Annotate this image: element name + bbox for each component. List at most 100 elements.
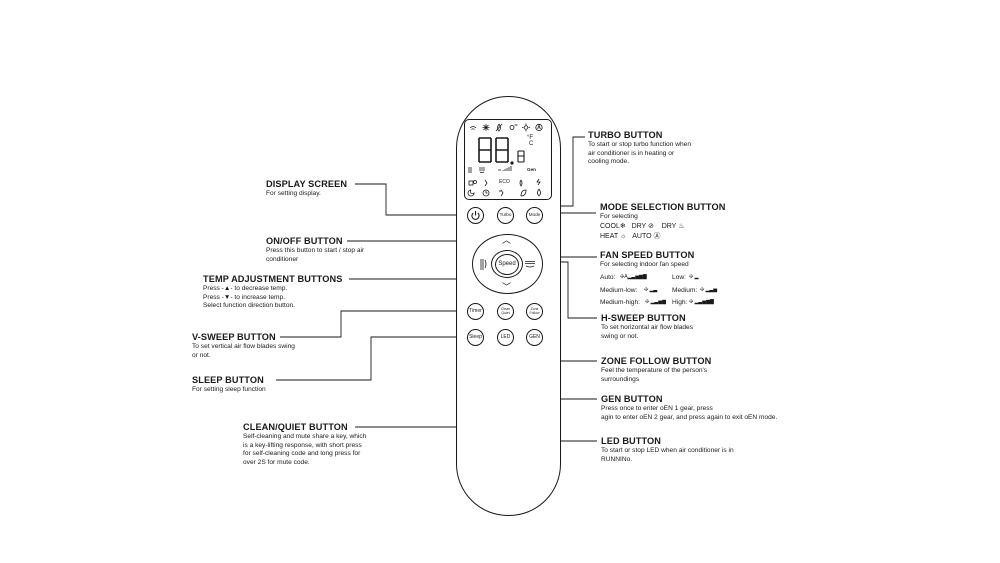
hsweep-title: H-SWEEP BUTTON xyxy=(601,313,686,323)
wifi-icon xyxy=(469,126,477,130)
zone-follow-button[interactable]: Zone Follow xyxy=(526,303,543,320)
speed-medium-high: Medium-high: xyxy=(600,298,640,306)
fan-label: FAN SPEED BUTTON For selecting indoor fa… xyxy=(600,249,740,310)
sleep-desc: For setting sleep function xyxy=(192,386,266,393)
sun-icon: ☼ xyxy=(619,232,627,240)
mode-cool: COOL xyxy=(600,222,620,230)
fan-dry-icon: ♨ xyxy=(678,222,685,230)
led-desc: To start or stop LED when air conditione… xyxy=(601,447,734,463)
fan-high-icon: ✣ ▂▃▅▆▇ xyxy=(689,298,714,305)
lcd-icons xyxy=(467,123,543,197)
display-screen xyxy=(464,119,552,200)
lcd-unit-f: °F xyxy=(527,135,534,141)
mode-button[interactable]: Mode xyxy=(526,207,543,224)
onoff-label: ON/OFF BUTTON Press this button to start… xyxy=(266,235,364,264)
fan-low-icon: ✣ ▂ xyxy=(689,273,699,280)
sleep-button[interactable]: Sleep xyxy=(467,329,484,346)
display-desc: For setting display. xyxy=(266,190,321,197)
fan-small-icon xyxy=(509,124,518,130)
timer-button[interactable]: Timer xyxy=(467,303,484,320)
led-button[interactable]: LED xyxy=(497,329,514,346)
hsweep-lcd-icon xyxy=(479,167,485,173)
display-leader xyxy=(355,183,468,216)
moon-icon xyxy=(467,189,475,197)
temp-label: TEMP ADJUSTMENT BUTTONS Press -▲- to dec… xyxy=(203,273,342,311)
speed-medium-low: Medium-low: xyxy=(600,286,638,294)
clean-desc: Self-cleaning and mute share a key, whic… xyxy=(243,433,367,466)
led-label: LED BUTTON To start or stop LED when air… xyxy=(601,435,734,464)
speed-low: Low: xyxy=(672,273,686,281)
vsweep-leader xyxy=(280,310,468,338)
lcd-small-digit xyxy=(517,150,525,163)
speed-button-label: Speed xyxy=(495,253,519,275)
snowflake-icon xyxy=(482,124,490,131)
swing-icon xyxy=(468,167,472,173)
mode-label: MODE SELECTION BUTTON For selecting COOL… xyxy=(600,201,725,242)
snowflake-icon: ❄ xyxy=(619,222,626,230)
mode-heat: HEAT xyxy=(600,232,619,240)
turbo-lcd-icon xyxy=(484,179,488,187)
vsweep-title: V-SWEEP BUTTON xyxy=(192,332,276,342)
dry-icon: ⊘ xyxy=(648,222,654,230)
sleep-label: SLEEP BUTTON For setting sleep function xyxy=(192,374,266,395)
lcd-unit-c: C xyxy=(529,141,534,147)
fan-desc: For selecting indoor fan speed xyxy=(600,261,689,268)
clock-icon xyxy=(482,189,490,197)
flame-icon xyxy=(519,179,523,187)
led-title: LED BUTTON xyxy=(601,436,662,446)
gen-button[interactable]: GEN xyxy=(526,329,543,346)
hsweep-right-icon[interactable] xyxy=(524,260,536,268)
mode-dry: DRY xyxy=(631,222,647,230)
mode-list: COOL❄ DRY ⊘ DRY ♨ HEAT ☼ AUTO Ⓐ xyxy=(600,222,725,242)
auto-icon xyxy=(535,123,543,132)
up-arrow-icon[interactable]: ︿ xyxy=(502,235,512,245)
hsweep-desc: To set horizontal air flow blades swing … xyxy=(601,324,693,340)
turbo-desc: To start or stop turbo function when air… xyxy=(588,141,691,166)
speed-medium: Medium: xyxy=(672,286,698,294)
lcd-digits-88 xyxy=(478,137,509,163)
clean-quiet-button[interactable]: Clean Quiet xyxy=(497,303,514,320)
bolt-icon xyxy=(536,178,541,186)
speed-button[interactable]: Speed xyxy=(491,250,523,278)
lcd-eco-text: ECO xyxy=(499,179,510,185)
mode-desc: For selecting xyxy=(600,213,638,220)
zone-label: ZONE FOLLOW BUTTON Feel the temperature … xyxy=(601,355,711,384)
onoff-desc: Press this button to start / stop air co… xyxy=(266,247,365,263)
zone-title: ZONE FOLLOW BUTTON xyxy=(601,356,712,366)
turbo-button[interactable]: Turbo xyxy=(497,207,514,224)
power-button[interactable] xyxy=(467,207,484,224)
fan-medium-low-icon: ✣ ▂▃ xyxy=(644,286,658,293)
power-icon xyxy=(471,211,480,220)
auto-icon: Ⓐ xyxy=(653,232,661,240)
zone-desc: Feel the temperature of the person's sur… xyxy=(601,367,708,383)
clean-icon xyxy=(499,189,504,197)
vsweep-left-icon[interactable] xyxy=(479,258,488,271)
clean-label: CLEAN/QUIET BUTTON Self-cleaning and mut… xyxy=(243,421,366,467)
drop-icon xyxy=(537,188,541,197)
fan-level-icon xyxy=(498,166,512,171)
fan-medium-icon: ✣ ▂▃▅ xyxy=(700,286,718,293)
fan-title: FAN SPEED BUTTON xyxy=(600,250,695,260)
lock-icon xyxy=(468,180,477,186)
display-label: DISPLAY SCREEN For setting display. xyxy=(266,178,347,199)
leaf-icon xyxy=(520,189,527,197)
turbo-label: TURBO BUTTON To start or stop turbo func… xyxy=(588,129,691,167)
down-arrow-icon[interactable]: ﹀ xyxy=(502,282,512,292)
display-title: DISPLAY SCREEN xyxy=(266,179,348,189)
mode-dry-fan: DRY xyxy=(661,222,677,230)
lcd-gen-text: Gen xyxy=(527,167,536,172)
fan-medium-high-icon: ✣ ▂▃▅▆ xyxy=(645,298,666,305)
gen-label: GEN BUTTON Press once to enter oEN 1 gea… xyxy=(601,393,777,422)
gen-desc: Press once to enter oEN 1 gear, press ag… xyxy=(601,405,778,421)
sun-icon xyxy=(522,123,530,132)
vsweep-desc: To set vertical air flow blades swing or… xyxy=(192,343,295,359)
clean-title: CLEAN/QUIET BUTTON xyxy=(243,422,348,432)
speed-auto: Auto: xyxy=(600,273,616,281)
fan-speed-list: Auto: ✣A▂▃▅▆▇ Low: ✣ ▂ Medium-low: ✣ ▂▃ … xyxy=(600,270,740,310)
onoff-title: ON/OFF BUTTON xyxy=(266,236,343,246)
fan-auto-icon: ✣A▂▃▅▆▇ xyxy=(620,273,647,280)
hsweep-label: H-SWEEP BUTTON To set horizontal air flo… xyxy=(601,312,693,341)
temp-direction-pad[interactable] xyxy=(472,234,543,294)
temp-title: TEMP ADJUSTMENT BUTTONS xyxy=(203,274,343,284)
vsweep-label: V-SWEEP BUTTON To set vertical air flow … xyxy=(192,331,295,360)
